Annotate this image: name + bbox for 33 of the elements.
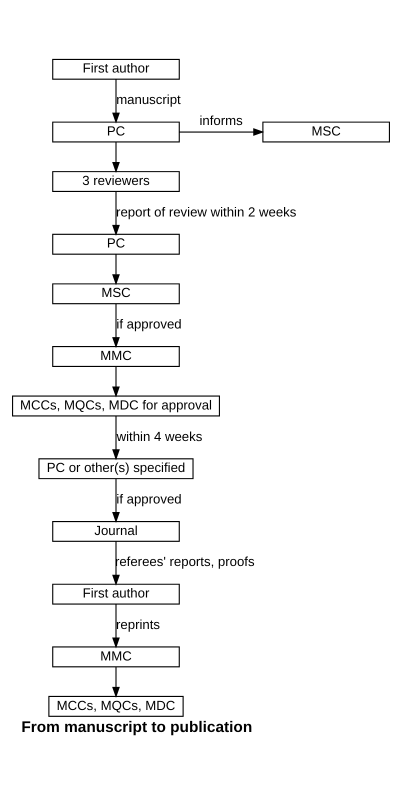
edge-label: if approved	[116, 491, 182, 506]
arrow	[112, 142, 120, 173]
node-box: MSC	[52, 283, 180, 304]
arrow	[112, 604, 120, 648]
node-box: Journal	[52, 520, 180, 542]
arrow	[112, 478, 120, 524]
arrow	[112, 79, 120, 124]
edge-label: if approved	[116, 316, 182, 332]
edge-label: informs	[199, 112, 243, 128]
edge-label: report of review within 2 weeks	[116, 204, 296, 220]
node-box: PC	[52, 234, 180, 255]
node-box: 3 reviewers	[52, 171, 180, 192]
node-box: PC or other(s) specified	[38, 458, 194, 480]
node-box: First author	[52, 584, 180, 605]
arrow	[112, 416, 120, 460]
caption: From manuscript to publication	[21, 718, 252, 736]
arrow	[112, 192, 120, 236]
node-box: MMC	[52, 346, 180, 367]
arrow	[112, 304, 120, 348]
edge-label: manuscript	[116, 92, 181, 108]
node-box: MCCs, MQCs, MDC	[48, 696, 184, 717]
node-box: MCCs, MQCs, MDC for approval	[12, 396, 220, 416]
edge-label: within 4 weeks	[116, 428, 202, 444]
arrow	[112, 667, 120, 698]
node-box: First author	[52, 58, 180, 80]
arrow	[112, 366, 120, 398]
edge-label: reprints	[116, 616, 160, 632]
arrow	[179, 128, 264, 136]
node-box: MSC	[262, 122, 390, 142]
node-box: MMC	[52, 646, 180, 668]
edge-label: referees' reports, proofs	[114, 554, 255, 570]
arrow	[112, 254, 120, 286]
node-box: PC	[52, 122, 180, 142]
